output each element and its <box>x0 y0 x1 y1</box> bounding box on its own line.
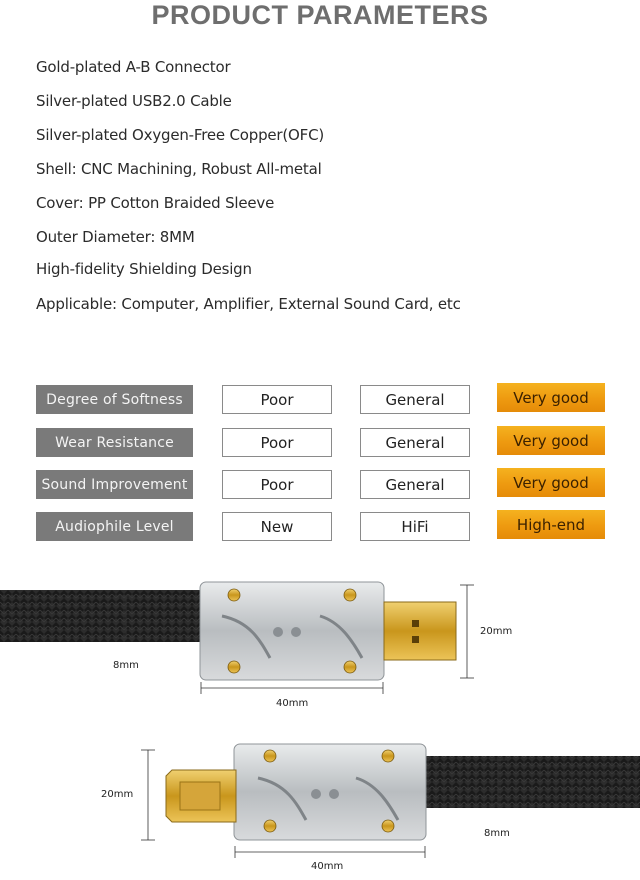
rating-cell: General <box>360 385 470 414</box>
parameter-item: Silver-plated USB2.0 Cable <box>36 92 232 110</box>
braided-cable <box>420 756 640 808</box>
parameter-item: Gold-plated A-B Connector <box>36 58 231 76</box>
gold-plug <box>383 601 457 661</box>
rating-cell: Poor <box>222 470 332 499</box>
highlight-rating-cell: Very good <box>497 383 605 412</box>
braided-cable <box>0 590 210 642</box>
rating-cell: General <box>360 428 470 457</box>
parameter-item: Applicable: Computer, Amplifier, Externa… <box>36 295 461 313</box>
highlight-rating-cell: Very good <box>497 426 605 455</box>
page-title: PRODUCT PARAMETERS <box>151 0 489 30</box>
parameter-item: Silver-plated Oxygen-Free Copper(OFC) <box>36 126 324 144</box>
row-label: Degree of Softness <box>36 385 193 414</box>
a-length-label: 40mm <box>276 698 309 709</box>
parameter-item: High-fidelity Shielding Design <box>36 260 252 278</box>
rating-cell: Poor <box>222 428 332 457</box>
highlight-rating-cell: Very good <box>497 468 605 497</box>
usb-a-connector <box>0 581 474 694</box>
usb-b-connector <box>141 743 640 858</box>
b-cable-diameter-label: 8mm <box>484 828 510 839</box>
row-label: Audiophile Level <box>36 512 193 541</box>
dimension-diagram: 8mm 20mm 40mm 20mm 8mm 40mm <box>0 570 640 880</box>
parameter-item: Outer Diameter: 8MM <box>36 228 195 246</box>
comparison-table: Degree of Softness Poor General Very goo… <box>36 383 605 541</box>
rating-cell: HiFi <box>360 512 470 541</box>
parameter-item: Cover: PP Cotton Braided Sleeve <box>36 194 275 212</box>
connector-illustration <box>0 581 640 858</box>
b-height-label: 20mm <box>101 789 134 800</box>
highlight-rating-cell: High-end <box>497 510 605 539</box>
row-label: Wear Resistance <box>36 428 193 457</box>
b-length-label: 40mm <box>311 861 344 872</box>
rating-cell: New <box>222 512 332 541</box>
rating-cell: Poor <box>222 385 332 414</box>
parameter-item: Shell: CNC Machining, Robust All-metal <box>36 160 322 178</box>
rating-cell: General <box>360 470 470 499</box>
a-cable-diameter-label: 8mm <box>113 660 139 671</box>
a-height-label: 20mm <box>480 626 513 637</box>
row-label: Sound Improvement <box>36 470 193 499</box>
